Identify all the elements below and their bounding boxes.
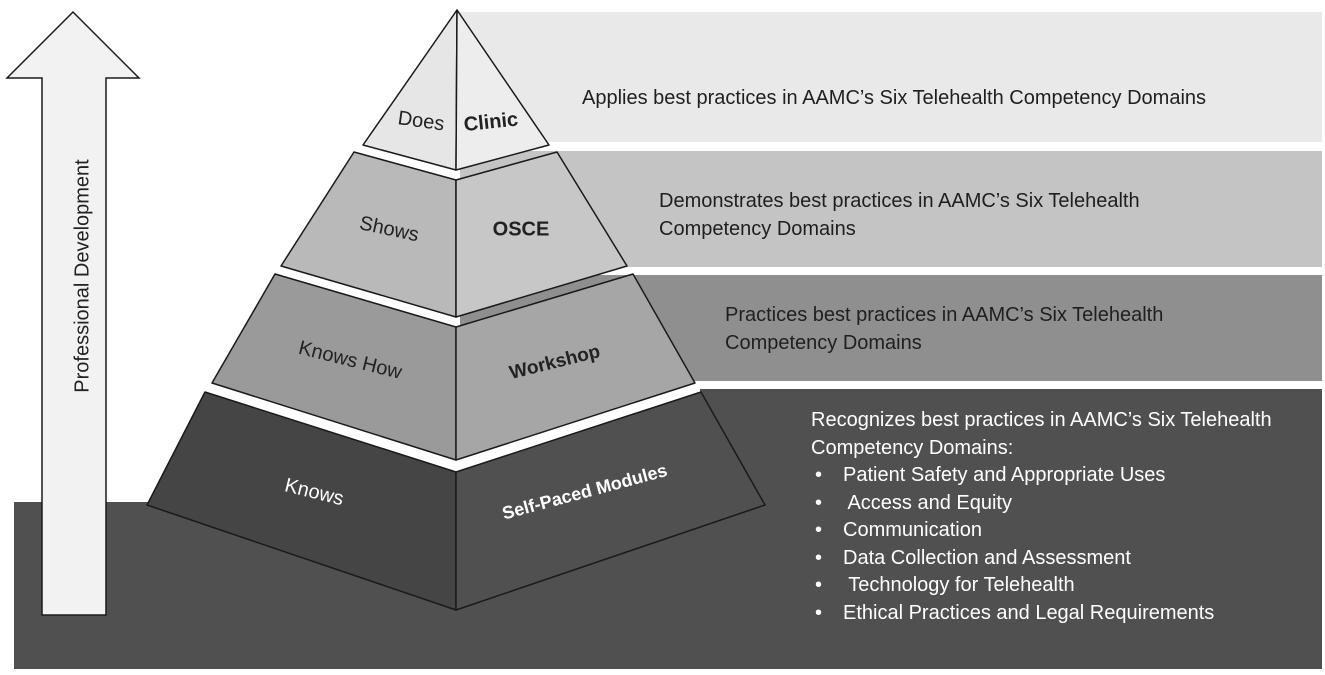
competency-domain-list: Patient Safety and Appropriate Uses Acce… [811, 462, 1272, 627]
tier-does [362, 9, 550, 171]
description-knows-how: Practices best practices in AAMC’s Six T… [725, 301, 1163, 357]
description-knows: Recognizes best practices in AAMC’s Six … [811, 406, 1272, 627]
list-item: Patient Safety and Appropriate Uses [815, 462, 1272, 490]
description-shows-line2: Competency Domains [659, 218, 856, 240]
description-knows-how-line2: Competency Domains [725, 332, 922, 354]
description-shows-line1: Demonstrates best practices in AAMC’s Si… [659, 190, 1140, 212]
description-does-line1: Applies best practices in AAMC’s Six Tel… [582, 87, 1207, 109]
tier-does-right-face [455, 9, 550, 171]
description-does: Applies best practices in AAMC’s Six Tel… [582, 84, 1206, 112]
description-shows: Demonstrates best practices in AAMC’s Si… [659, 187, 1140, 243]
tier-knows-how [211, 273, 696, 461]
arrow-label: Professional Development [71, 159, 93, 393]
description-knows-line1: Recognizes best practices in AAMC’s Six … [811, 409, 1272, 431]
tier-shows [280, 151, 628, 318]
description-knows-how-line1: Practices best practices in AAMC’s Six T… [725, 304, 1164, 326]
list-item: Data Collection and Assessment [815, 545, 1272, 573]
description-knows-line2: Competency Domains: [811, 437, 1014, 459]
tier-shows-right-face [455, 151, 628, 318]
list-item: Access and Equity [815, 490, 1272, 518]
tier-knows [146, 391, 766, 611]
list-item: Technology for Telehealth [815, 572, 1272, 600]
label-osce: OSCE [493, 218, 550, 240]
up-arrow-icon [5, 10, 141, 616]
tier-knows-right-face [455, 391, 766, 611]
list-item: Ethical Practices and Legal Requirements [815, 600, 1272, 628]
tier-does-left-face [362, 9, 458, 171]
tier-knows-how-right-face [455, 273, 696, 461]
band-does [460, 12, 1322, 142]
list-item: Communication [815, 517, 1272, 545]
